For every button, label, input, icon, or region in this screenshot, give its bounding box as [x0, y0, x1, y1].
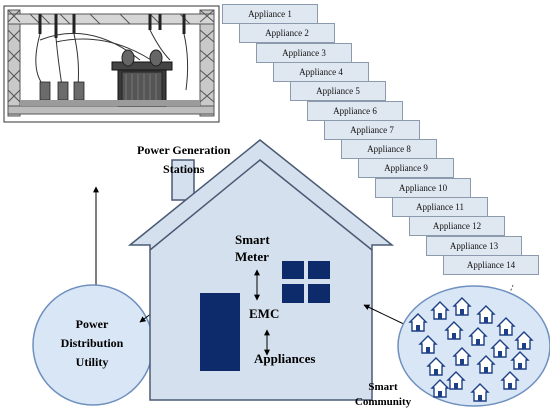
community-house [500, 371, 520, 390]
smart-meter-line1: Smart [235, 232, 270, 247]
appliance-item: Appliance 4 [273, 61, 369, 82]
smart-community-line1: Smart [368, 381, 398, 393]
community-house [470, 383, 490, 402]
appliance-item: Appliance 10 [375, 177, 471, 198]
appliance-item: Appliance 14 [443, 254, 539, 275]
community-house [418, 335, 438, 354]
power-generation-label: Power Generation Stations [137, 141, 230, 179]
appliance-item: Appliance 1 [222, 4, 318, 24]
power-generation-line2: Stations [163, 162, 205, 176]
community-house [476, 355, 496, 374]
emc-label: EMC [249, 306, 280, 321]
community-house [468, 327, 488, 346]
house-window [282, 261, 330, 303]
smart-meter-label: Smart Meter [235, 231, 270, 265]
community-house [496, 317, 516, 336]
community-house [514, 331, 534, 350]
appliance-item: Appliance 8 [341, 139, 437, 160]
smart-community-line2: Community [354, 396, 412, 408]
power-distribution-label: Power Distribution Utility [61, 315, 124, 372]
appliance-item: Appliance 7 [324, 119, 420, 140]
appliance-item: Appliance 13 [426, 235, 522, 256]
house-door [200, 293, 240, 371]
appliance-item: Appliance 12 [409, 216, 505, 237]
community-house [430, 379, 450, 398]
community-house [446, 371, 466, 390]
smart-meter-line2: Meter [235, 249, 269, 264]
community-houses [408, 297, 534, 402]
appliances-label: Appliances [254, 351, 316, 366]
house-shape [127, 139, 395, 401]
community-house [490, 339, 510, 358]
community-house [452, 347, 472, 366]
community-house [510, 351, 530, 370]
appliance-item: Appliance 9 [358, 158, 454, 179]
smart-community-label: Smart Community [355, 380, 411, 410]
community-house [426, 357, 446, 376]
appliance-item: Appliance 11 [392, 197, 488, 217]
community-house [452, 297, 472, 316]
community-house [476, 305, 496, 324]
community-house [430, 301, 450, 320]
appliance-item: Appliance 5 [290, 81, 386, 102]
power-distribution-line2: Distribution [60, 336, 124, 350]
power-generation-line1: Power Generation [137, 143, 231, 157]
appliance-item: Appliance 6 [307, 100, 403, 121]
appliance-item: Appliance 2 [239, 23, 335, 44]
community-house [444, 321, 464, 340]
house-community-arrow [363, 304, 411, 328]
community-house [408, 313, 428, 332]
appliance-item: Appliance 3 [256, 42, 352, 63]
power-distribution-line1: Power [75, 317, 109, 331]
power-distribution-line3: Utility [75, 355, 109, 369]
power-station-image [3, 5, 220, 123]
